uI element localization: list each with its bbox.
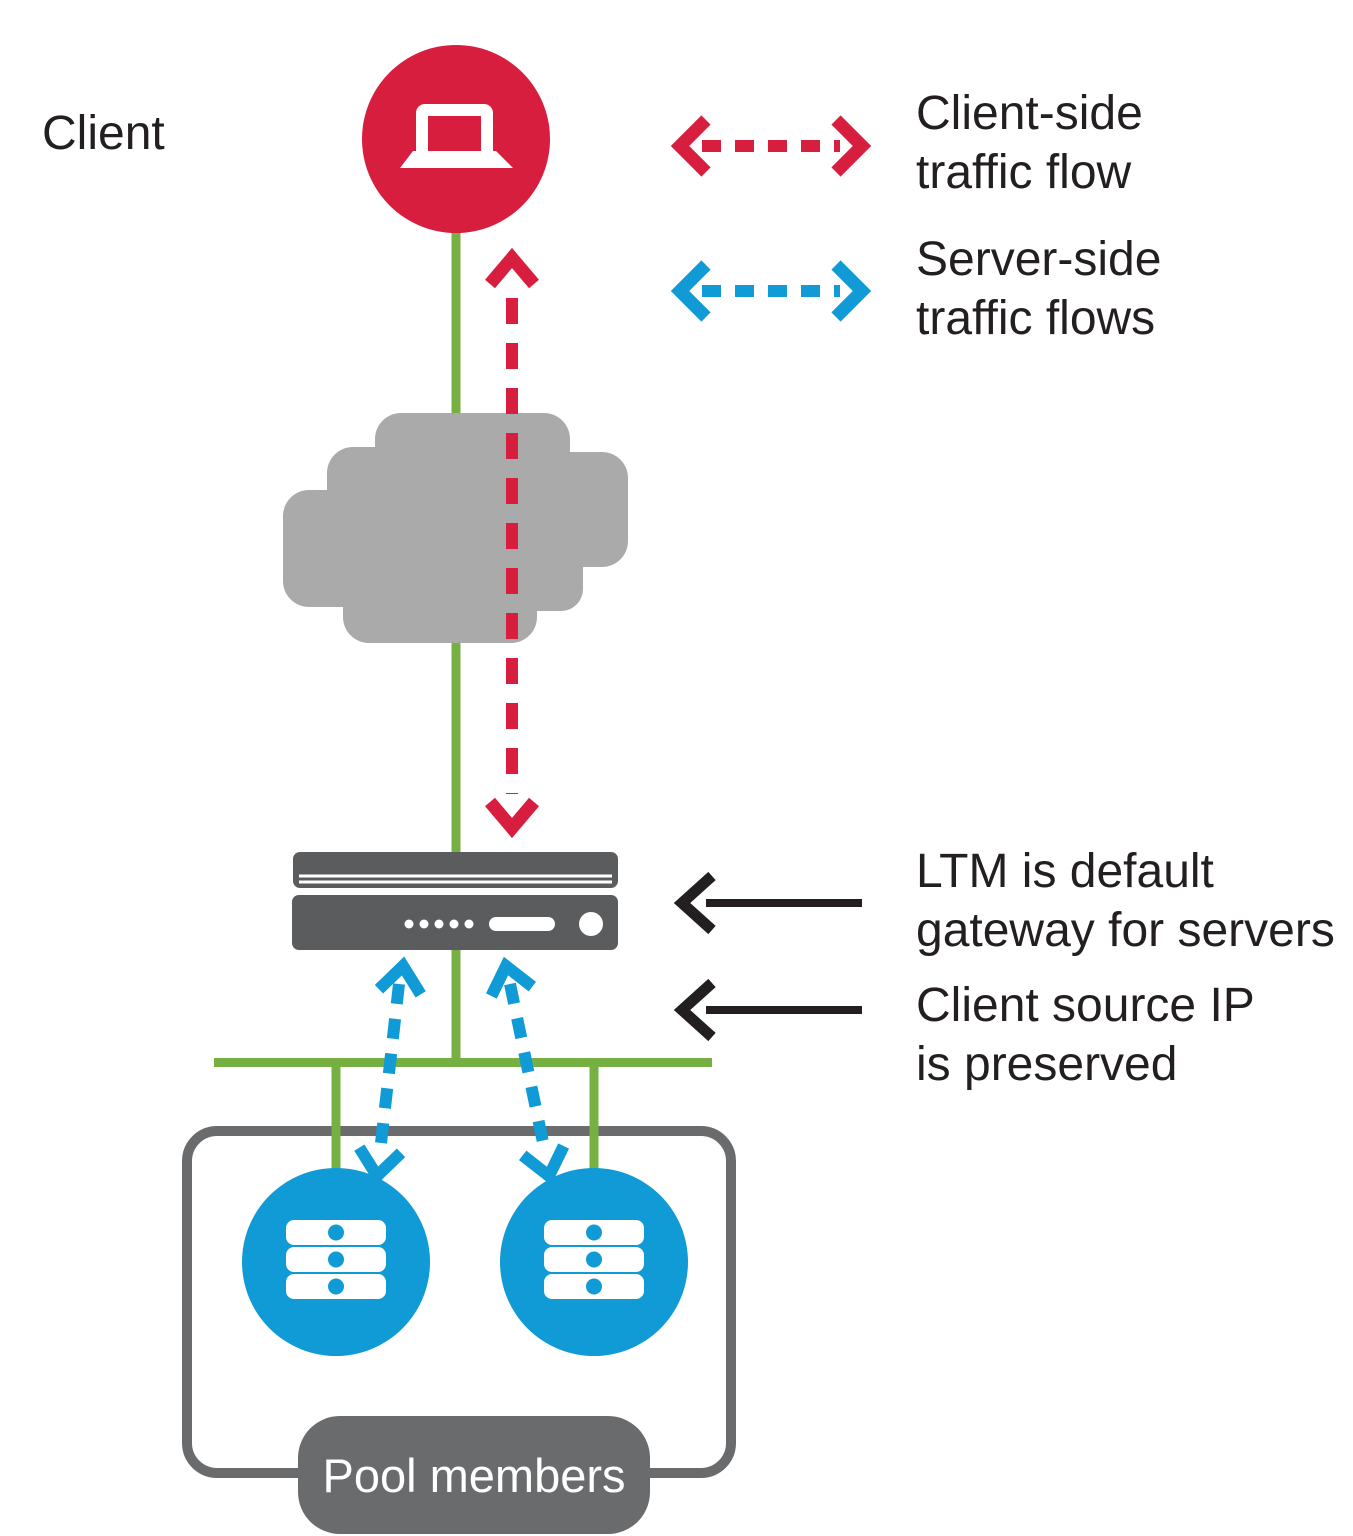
client-side-flow-arrow — [485, 247, 539, 839]
pool-members-badge: Pool members — [298, 1416, 650, 1534]
client-label: Client — [42, 107, 165, 160]
pool-members-label: Pool members — [322, 1448, 626, 1502]
ltm-gateway-line1: LTM is default — [916, 845, 1214, 898]
legend-client-side-arrow — [670, 115, 872, 177]
ltm-slot — [489, 917, 555, 931]
client-node — [362, 45, 550, 233]
pool-member-node — [242, 1168, 430, 1356]
source-ip-line2: is preserved — [916, 1038, 1178, 1091]
server-stack-icon — [544, 1220, 644, 1299]
ltm-gateway-callout-arrow — [673, 871, 862, 935]
ltm-gateway-line2: gateway for servers — [916, 904, 1335, 957]
legend-server-side-line1: Server-side — [916, 233, 1162, 286]
legend-server-side-arrow — [670, 260, 872, 322]
source-ip-callout-arrow — [673, 978, 862, 1042]
cloud-icon — [283, 413, 628, 643]
network-links — [214, 230, 712, 1067]
server-side-flow-arrows — [354, 956, 570, 1186]
legend-server-side-line2: traffic flows — [916, 292, 1156, 345]
source-ip-line1: Client source IP — [916, 979, 1255, 1032]
legend-server-side-label: Server-side traffic flows — [916, 230, 1161, 348]
ltm-appliance-icon — [292, 852, 618, 950]
ltm-gateway-annotation: LTM is default gateway for servers — [916, 842, 1335, 960]
server-stack-icon — [286, 1220, 386, 1299]
legend-client-side-label: Client-side traffic flow — [916, 84, 1143, 202]
ltm-power-button — [579, 912, 603, 936]
laptop-icon — [400, 104, 513, 168]
legend-client-side-line2: traffic flow — [916, 146, 1132, 199]
ltm-leds — [404, 919, 474, 929]
legend-client-side-line1: Client-side — [916, 87, 1143, 140]
source-ip-annotation: Client source IP is preserved — [916, 976, 1255, 1094]
pool-member-node — [500, 1168, 688, 1356]
pool-member-links — [331, 1062, 599, 1172]
